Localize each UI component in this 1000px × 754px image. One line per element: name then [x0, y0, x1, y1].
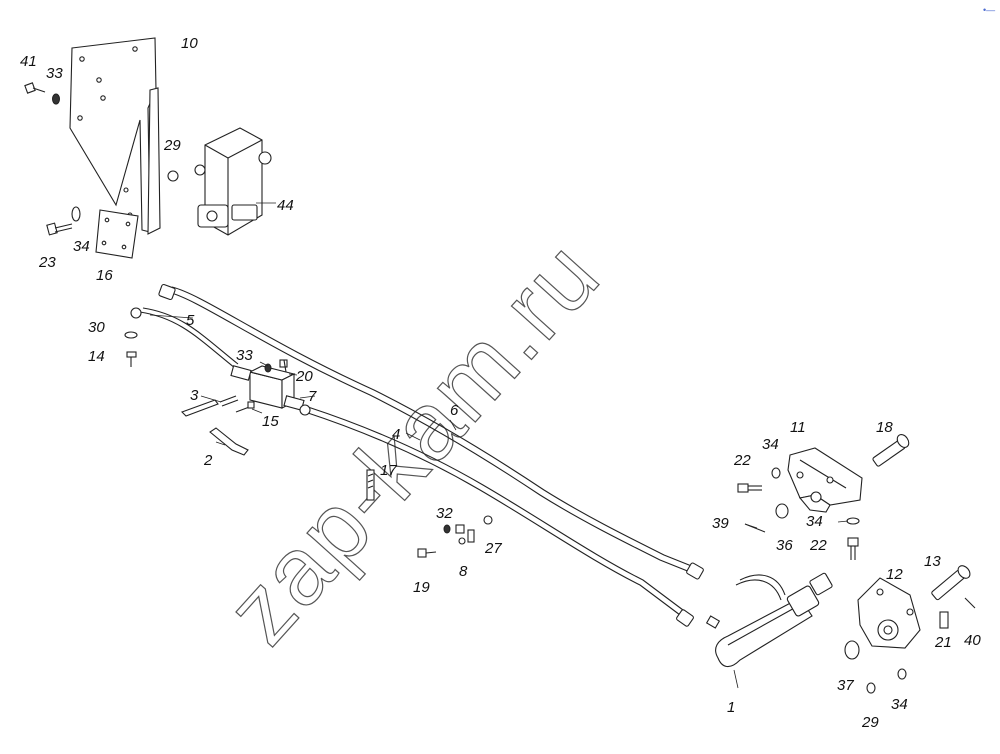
bolt-19	[417, 548, 427, 558]
callout-37: 37	[837, 677, 854, 694]
callout-22: 22	[733, 452, 751, 469]
valve-44	[194, 127, 272, 236]
bolt-20	[279, 359, 288, 368]
callout-17: 17	[380, 462, 397, 479]
bolt-3	[219, 395, 237, 403]
bolt-22-b	[847, 537, 859, 560]
callout-18: 18	[876, 419, 893, 436]
pin-13	[931, 565, 971, 601]
nut-33	[52, 93, 60, 105]
callout-21: 21	[934, 634, 952, 651]
mounting-plate	[95, 209, 139, 259]
cylinder-1	[705, 572, 833, 668]
callout-39: 39	[712, 515, 729, 532]
pin-18	[872, 434, 910, 467]
bracket-12	[857, 577, 921, 649]
callout-3: 3	[190, 387, 199, 404]
corner-mark: •—	[983, 5, 995, 15]
callout-33: 33	[46, 65, 63, 82]
callout-32: 32	[436, 505, 453, 522]
callout-34: 34	[73, 238, 90, 255]
nut-33-b	[264, 363, 272, 373]
bolt-14	[126, 351, 137, 358]
callout-13: 13	[924, 553, 941, 570]
washer-34-a	[771, 467, 781, 479]
callout-44: 44	[277, 197, 294, 214]
nut-27	[483, 515, 493, 525]
bolt-22-a	[737, 483, 762, 493]
bracket-plate	[69, 37, 161, 235]
callout-12: 12	[886, 566, 903, 583]
callout-23: 23	[38, 254, 56, 271]
cotter-40	[964, 597, 976, 609]
callout-40: 40	[964, 632, 981, 649]
pipe-5	[139, 311, 236, 369]
callout-27: 27	[484, 540, 502, 557]
washer-34	[71, 206, 81, 222]
callout-30: 30	[88, 319, 105, 336]
nut-32	[443, 524, 451, 534]
callout-36: 36	[776, 537, 793, 554]
nut-29	[167, 170, 179, 182]
bracket-2	[209, 427, 249, 456]
callout-15: 15	[262, 413, 279, 430]
callout-34-b: 34	[762, 436, 779, 453]
callout-8: 8	[459, 563, 468, 580]
callout-22-b: 22	[809, 537, 827, 554]
callout-20: 20	[295, 368, 313, 385]
fitting-8	[455, 524, 475, 545]
watermark: zap-kam.ru	[206, 221, 620, 664]
washer-34-b	[846, 517, 860, 525]
washer-37	[844, 640, 860, 660]
washer-34-c	[897, 668, 907, 680]
callouts: 10 41 33 29 44 34 23 16 5 30 14 33 20 3 …	[20, 35, 981, 731]
pipe-4	[304, 411, 681, 616]
bolt-17	[366, 469, 375, 501]
bolt-23	[46, 222, 73, 236]
callout-11: 11	[790, 419, 806, 436]
callout-5: 5	[186, 312, 195, 329]
callout-34-d: 34	[891, 696, 908, 713]
tee-block-7	[230, 365, 311, 416]
callout-1: 1	[727, 699, 735, 716]
bracket-11	[787, 447, 863, 513]
washer-36	[775, 503, 789, 519]
callout-16: 16	[96, 267, 113, 284]
callout-19: 19	[413, 579, 430, 596]
bracket-3	[181, 399, 219, 417]
callout-14: 14	[88, 348, 105, 365]
callout-4: 4	[392, 426, 400, 443]
callout-33-b: 33	[236, 347, 253, 364]
bolt-41	[24, 82, 46, 94]
callout-10: 10	[181, 35, 198, 52]
bolt-21	[939, 611, 949, 629]
callout-6: 6	[450, 402, 459, 419]
callout-29: 29	[163, 137, 181, 154]
leader-lines	[149, 202, 849, 689]
callout-2: 2	[203, 452, 213, 469]
washer-30	[124, 331, 138, 339]
callout-41: 41	[20, 53, 37, 70]
nut-29-b	[866, 682, 876, 694]
callout-29-b: 29	[861, 714, 879, 731]
callout-34-c: 34	[806, 513, 823, 530]
pipe-6	[167, 291, 691, 573]
callout-7: 7	[308, 388, 317, 405]
